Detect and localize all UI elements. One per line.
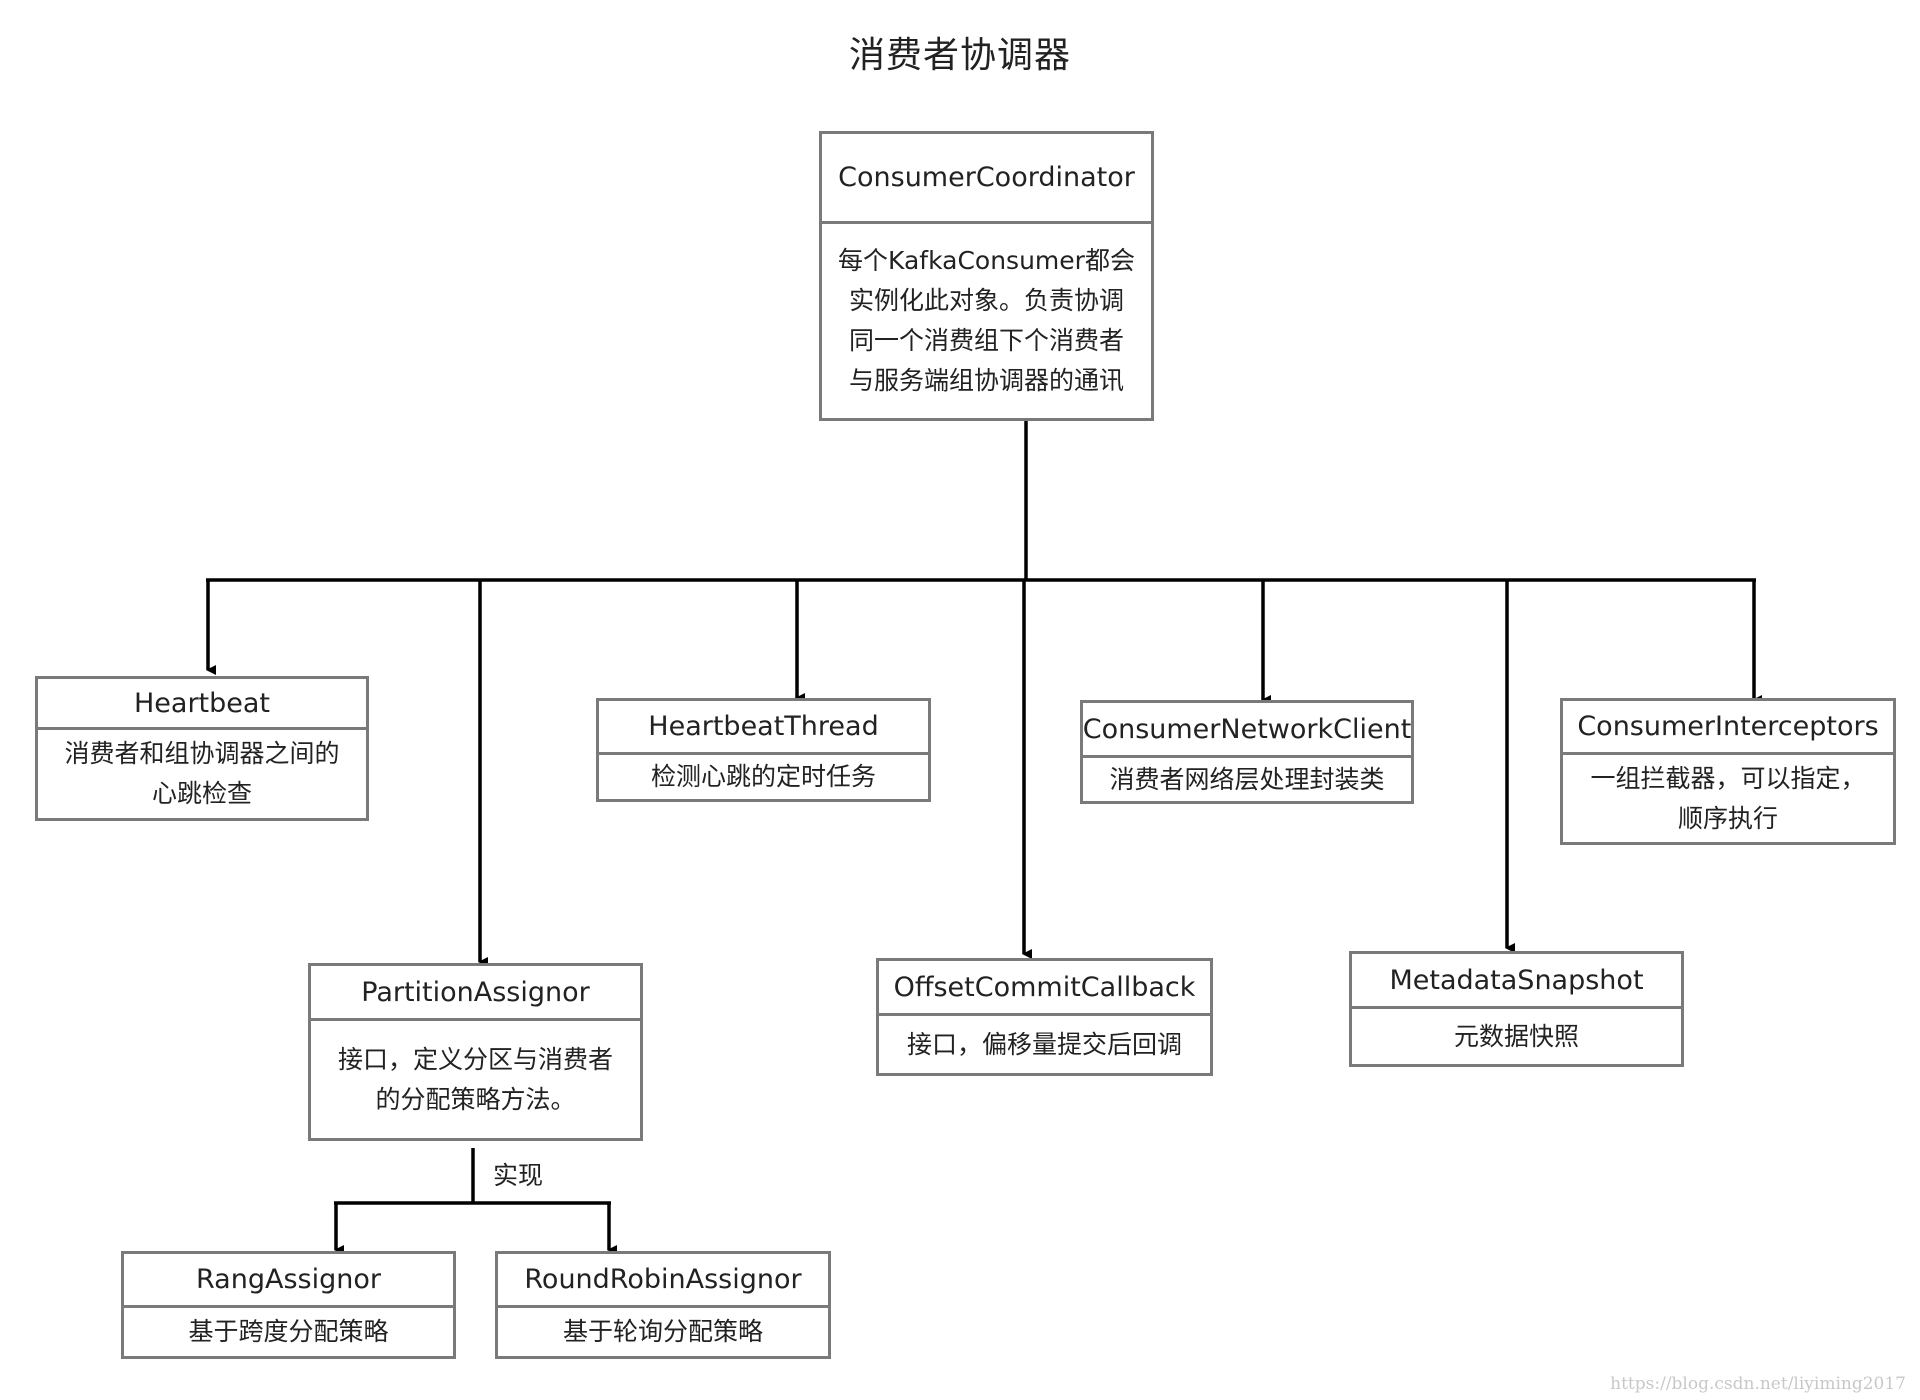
node-rang-assignor: RangAssignor 基于跨度分配策略 <box>121 1251 456 1359</box>
node-name: PartitionAssignor <box>311 966 640 1021</box>
node-name: MetadataSnapshot <box>1352 954 1681 1009</box>
node-description: 一组拦截器，可以指定， 顺序执行 <box>1590 763 1866 833</box>
node-description: 元数据快照 <box>1453 1021 1579 1051</box>
node-description: 基于跨度分配策略 <box>188 1317 389 1346</box>
node-name: HeartbeatThread <box>599 701 928 755</box>
node-description: 消费者和组协调器之间的 心跳检查 <box>64 739 340 808</box>
node-description: 基于轮询分配策略 <box>562 1317 763 1346</box>
node-description: 检测心跳的定时任务 <box>650 762 876 791</box>
node-description: 消费者网络层处理封装类 <box>1109 764 1385 794</box>
node-consumer-network-client: ConsumerNetworkClient 消费者网络层处理封装类 <box>1080 700 1414 804</box>
node-description: 每个KafkaConsumer都会 实例化此对象。负责协调 同一个消费组下个消费… <box>838 246 1135 395</box>
node-name: ConsumerInterceptors <box>1563 701 1893 755</box>
node-name: RangAssignor <box>124 1254 453 1308</box>
node-description: 接口，定义分区与消费者 的分配策略方法。 <box>337 1044 613 1114</box>
node-name: Heartbeat <box>38 679 366 730</box>
node-heartbeat-thread: HeartbeatThread 检测心跳的定时任务 <box>596 698 931 802</box>
node-name: RoundRobinAssignor <box>498 1254 828 1308</box>
node-heartbeat: Heartbeat 消费者和组协调器之间的 心跳检查 <box>35 676 369 821</box>
watermark: https://blog.csdn.net/liyiming2017 <box>1610 1374 1906 1394</box>
node-partition-assignor: PartitionAssignor 接口，定义分区与消费者 的分配策略方法。 <box>308 963 643 1141</box>
node-metadata-snapshot: MetadataSnapshot 元数据快照 <box>1349 951 1684 1067</box>
node-offset-commit-callback: OffsetCommitCallback 接口，偏移量提交后回调 <box>876 958 1213 1076</box>
node-round-robin-assignor: RoundRobinAssignor 基于轮询分配策略 <box>495 1251 831 1359</box>
node-consumer-coordinator: ConsumerCoordinator 每个KafkaConsumer都会 实例… <box>819 131 1154 421</box>
edge-label-implements: 实现 <box>493 1161 544 1190</box>
node-description: 接口，偏移量提交后回调 <box>906 1029 1182 1059</box>
node-consumer-interceptors: ConsumerInterceptors 一组拦截器，可以指定， 顺序执行 <box>1560 698 1896 845</box>
node-name: OffsetCommitCallback <box>879 961 1210 1016</box>
diagram-title: 消费者协调器 <box>848 35 1071 76</box>
node-name: ConsumerCoordinator <box>822 134 1151 224</box>
node-name: ConsumerNetworkClient <box>1083 703 1411 758</box>
